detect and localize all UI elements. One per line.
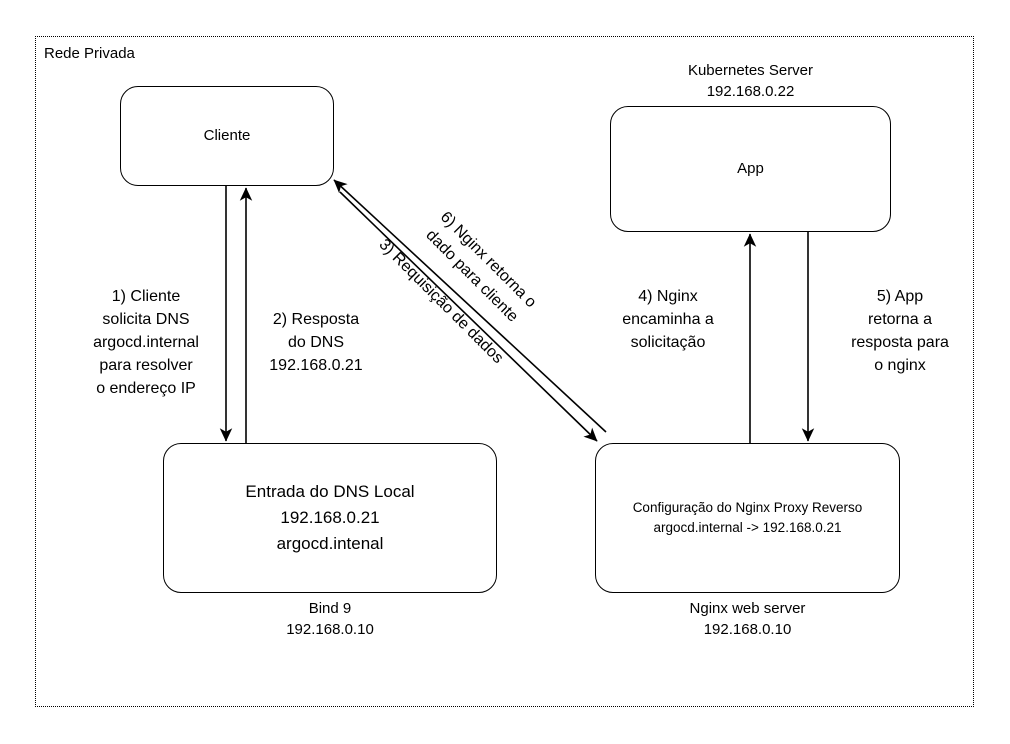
node-cliente-line-0: Cliente (203, 127, 251, 144)
node-dns-entry-line-0: Entrada do DNS Local (245, 482, 415, 501)
edge-label-step-2-line-2: 192.168.0.21 (269, 357, 363, 374)
edge-label-step-5: 5) App retorna a resposta para o nginx (830, 285, 970, 377)
edge-label-step-5-line-2: resposta para (851, 334, 949, 351)
node-nginx-config-line-1: argocd.internal -> 192.168.0.21 (653, 520, 842, 535)
edge-label-step-1: 1) Cliente solicita DNS argocd.internal … (72, 285, 220, 400)
edge-label-step-5-line-1: retorna a (867, 311, 933, 328)
node-cliente[interactable]: Cliente (120, 86, 334, 186)
node-nginx-config[interactable]: Configuração do Nginx Proxy Reverso argo… (595, 443, 900, 593)
edge-label-step-5-line-3: o nginx (874, 357, 926, 374)
edge-label-step-2-line-1: do DNS (287, 334, 345, 351)
edge-label-step-1-line-2: argocd.internal (93, 334, 199, 351)
caption-nginx-web-server: Nginx web server 192.168.0.10 (595, 598, 900, 640)
caption-bind-server-line-1: 192.168.0.10 (286, 621, 374, 638)
caption-nginx-web-server-line-0: Nginx web server (689, 600, 806, 617)
edge-label-step-4-line-0: 4) Nginx (638, 288, 698, 305)
edge-label-step-2-line-0: 2) Resposta (272, 311, 360, 328)
edge-label-step-4-line-2: solicitação (630, 334, 706, 351)
edge-label-step-1-line-0: 1) Cliente (111, 288, 181, 305)
edge-label-step-2: 2) Resposta do DNS 192.168.0.21 (250, 308, 382, 377)
edge-label-step-1-line-4: o endereço IP (96, 380, 196, 397)
caption-bind-server-line-0: Bind 9 (308, 600, 352, 617)
edge-label-step-1-line-1: solicita DNS (102, 311, 190, 328)
node-app-line-0: App (737, 160, 764, 177)
private-network-boundary (35, 36, 974, 707)
node-dns-entry-line-1: 192.168.0.21 (280, 508, 380, 527)
edge-label-step-1-line-3: para resolver (99, 357, 193, 374)
edge-label-step-4: 4) Nginx encaminha a solicitação (594, 285, 742, 354)
caption-kubernetes-server: Kubernetes Server 192.168.0.22 (610, 60, 891, 102)
edge-label-step-5-line-0: 5) App (876, 288, 924, 305)
caption-kubernetes-server-line-0: Kubernetes Server (687, 62, 814, 79)
private-network-label: Rede Privada (44, 45, 135, 62)
caption-bind-server: Bind 9 192.168.0.10 (163, 598, 497, 640)
node-dns-entry[interactable]: Entrada do DNS Local 192.168.0.21 argocd… (163, 443, 497, 593)
edge-label-step-4-line-1: encaminha a (622, 311, 714, 328)
node-app[interactable]: App (610, 106, 891, 232)
caption-kubernetes-server-line-1: 192.168.0.22 (706, 83, 795, 100)
node-dns-entry-line-2: argocd.intenal (276, 534, 384, 553)
node-nginx-config-line-0: Configuração do Nginx Proxy Reverso (632, 500, 863, 515)
caption-nginx-web-server-line-1: 192.168.0.10 (703, 621, 792, 638)
